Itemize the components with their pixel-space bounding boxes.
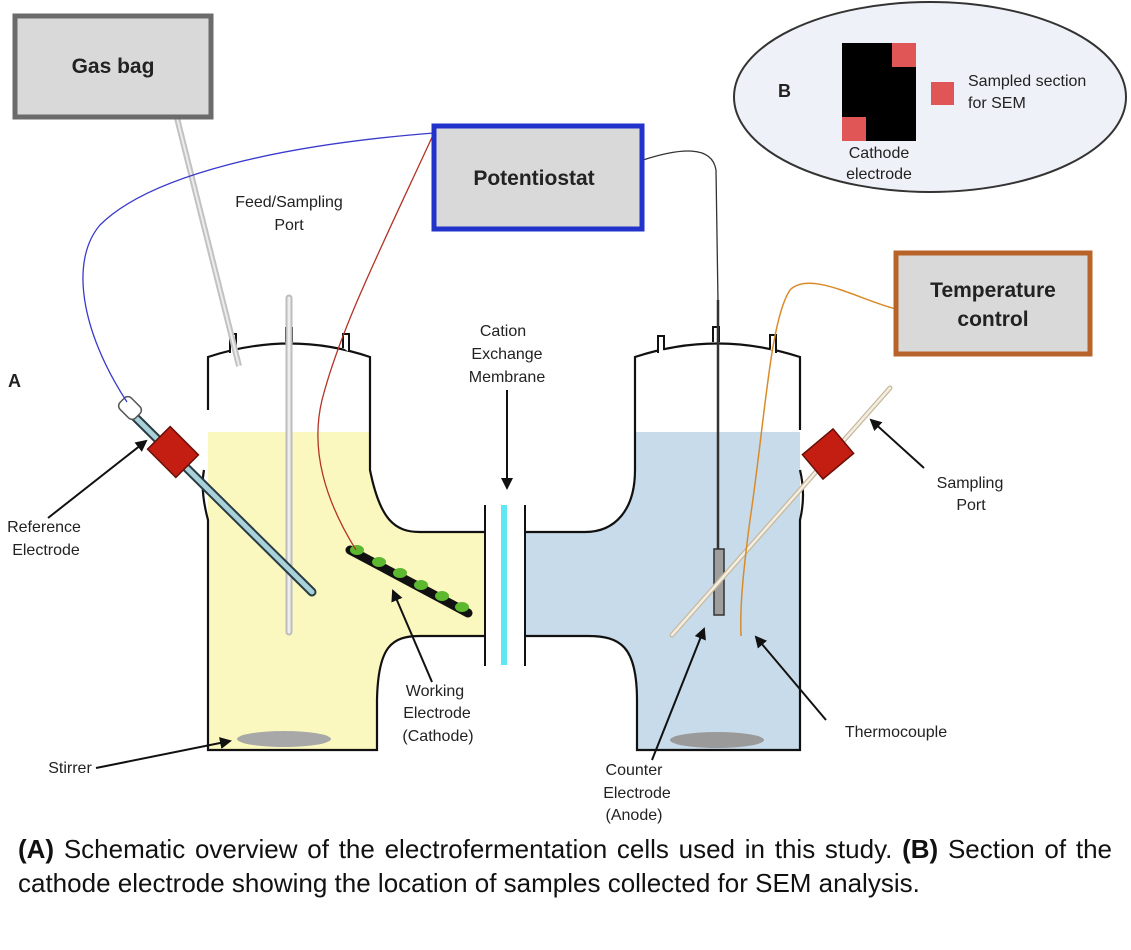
biofilm-dots xyxy=(350,545,469,612)
caption-b-text: Section of the cathode electrode showing… xyxy=(18,834,1112,898)
reference-clamp xyxy=(146,425,200,479)
counter-label-line2: Electrode xyxy=(603,785,671,802)
temperature-control-label-line2: control xyxy=(957,308,1028,331)
reference-electrode-cap xyxy=(117,395,143,421)
arrows xyxy=(47,390,925,769)
working-label-line1: Working xyxy=(406,683,464,700)
gas-bag-label: Gas bag xyxy=(72,55,155,78)
feed-port-label-line2: Port xyxy=(274,217,304,234)
biofilm-dot xyxy=(435,591,449,601)
inset-cathode-label-line1: Cathode xyxy=(849,145,910,162)
membrane-label-line2: Exchange xyxy=(471,346,542,363)
feed-port-label-line1: Feed/Sampling xyxy=(235,194,343,211)
reference-wire xyxy=(82,132,435,403)
sem-sample-top xyxy=(892,43,916,67)
membrane-label-line3: Membrane xyxy=(469,369,546,386)
thermocouple-wire xyxy=(740,282,897,637)
caption-a-text: Schematic overview of the electroferment… xyxy=(54,834,903,864)
reference-label-line1: Reference xyxy=(7,519,81,536)
figure-caption: (A) Schematic overview of the electrofer… xyxy=(18,832,1112,900)
caption-a-tag: (A) xyxy=(18,834,55,864)
working-label-line2: Electrode xyxy=(403,705,471,722)
sampling-label-line1: Sampling xyxy=(937,475,1004,492)
panel-b-label: B xyxy=(778,81,791,101)
biofilm-dot xyxy=(455,602,469,612)
working-label-line3: (Cathode) xyxy=(402,728,473,745)
reference-arrow xyxy=(47,439,148,519)
reference-label-line2: Electrode xyxy=(12,542,80,559)
counter-electrode-cable xyxy=(642,150,719,303)
sampling-port-clamp xyxy=(801,427,855,481)
biofilm-dot xyxy=(350,545,364,555)
gas-bag-box xyxy=(12,13,214,120)
anode-chamber-outline xyxy=(525,342,805,752)
inset-b-ellipse xyxy=(733,1,1127,193)
thermocouple-arrow xyxy=(754,635,827,721)
sem-sample-bottom xyxy=(842,117,866,141)
biofilm-dot xyxy=(372,557,386,567)
membrane-label-line1: Cation xyxy=(480,323,526,340)
biofilm-dot xyxy=(414,580,428,590)
catholyte-liquid xyxy=(208,432,485,750)
working-electrode-arrow xyxy=(391,589,433,683)
potentiostat-box xyxy=(431,123,645,232)
sampling-label-line2: Port xyxy=(956,497,986,514)
potentiostat-label: Potentiostat xyxy=(473,167,594,190)
counter-label-line1: Counter xyxy=(606,762,664,779)
temperature-control-label-line1: Temperature xyxy=(930,279,1056,302)
legend-sem-swatch xyxy=(931,82,954,105)
inset-sampled-label-line1: Sampled section xyxy=(968,73,1086,90)
counter-label-line3: (Anode) xyxy=(606,807,663,824)
working-electrode-bar xyxy=(345,545,473,618)
biofilm-dot xyxy=(393,568,407,578)
inset-sampled-label-line2: for SEM xyxy=(968,95,1026,112)
panel-a-label: A xyxy=(8,371,21,391)
thermocouple-label: Thermocouple xyxy=(845,724,947,741)
counter-electrode-arrow xyxy=(651,627,706,761)
electrofermentation-diagram: Gas bag Potentiostat Temperature control… xyxy=(7,1,1127,824)
cation-exchange-membrane xyxy=(501,505,507,665)
temperature-control-box xyxy=(893,250,1093,357)
cathode-stirrer-bar xyxy=(237,731,331,747)
anode-stirrer-bar xyxy=(670,732,764,748)
caption-b-tag: (B) xyxy=(902,834,939,864)
sampling-port-arrow xyxy=(869,418,925,469)
inset-cathode-label-line2: electrode xyxy=(846,166,912,183)
stirrer-label: Stirrer xyxy=(48,760,92,777)
working-electrode-wire xyxy=(317,132,435,551)
stirrer-arrow xyxy=(95,737,232,769)
anolyte-liquid xyxy=(525,432,800,750)
